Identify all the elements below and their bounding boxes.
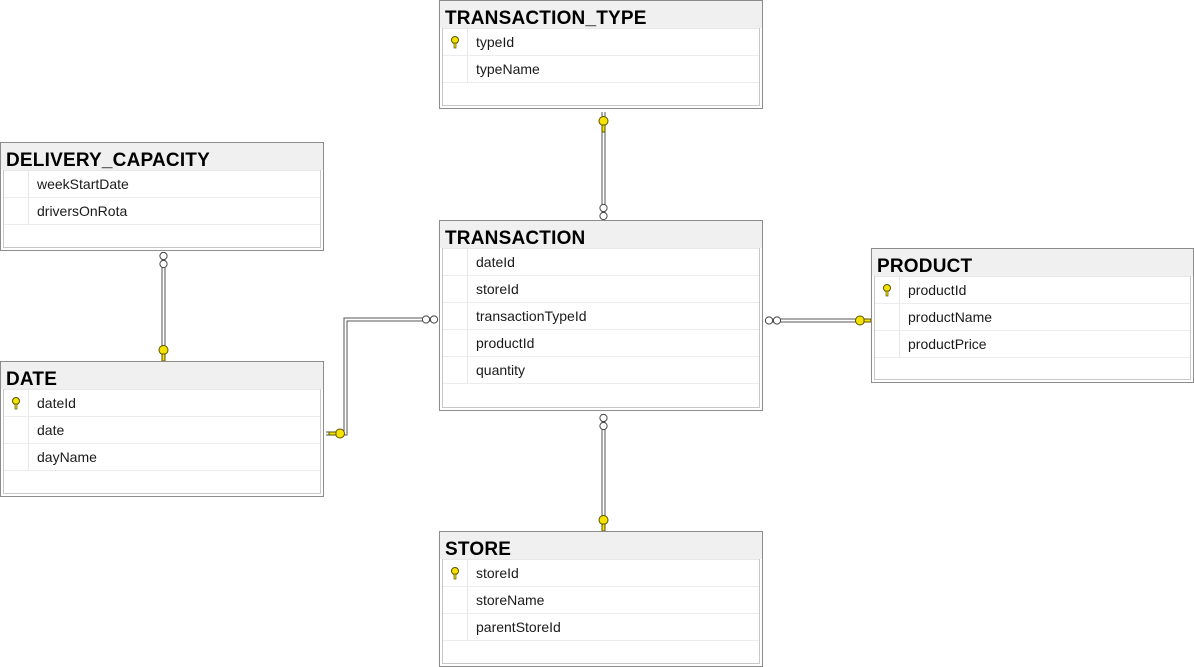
table-transaction-type[interactable]: TRANSACTION_TYPE typeId typeName — [439, 0, 763, 109]
table-title: STORE — [440, 532, 762, 559]
table-title: PRODUCT — [872, 249, 1193, 276]
table-title: DELIVERY_CAPACITY — [1, 143, 323, 170]
column-name: productId — [476, 335, 535, 351]
column-name: storeName — [476, 592, 545, 608]
column-name: transactionTypeId — [476, 308, 587, 324]
table-title: TRANSACTION — [440, 221, 762, 248]
column-name: typeId — [476, 34, 515, 50]
column-row[interactable]: parentStoreId — [443, 614, 759, 641]
table-title: DATE — [1, 362, 323, 389]
column-row[interactable]: storeId — [443, 560, 759, 587]
column-name: dateId — [37, 395, 76, 411]
table-product[interactable]: PRODUCT productId productName productPri… — [871, 248, 1194, 383]
column-name: storeId — [476, 281, 519, 297]
column-name: productName — [908, 309, 993, 325]
column-row[interactable]: transactionTypeId — [443, 303, 759, 330]
table-date[interactable]: DATE dateId date dayName — [0, 361, 324, 497]
column-name: typeName — [476, 61, 540, 77]
primary-key-icon — [875, 277, 900, 303]
column-row[interactable]: typeId — [443, 29, 759, 56]
column-name: date — [37, 422, 65, 438]
primary-key-icon — [4, 390, 29, 416]
column-name: productPrice — [908, 336, 987, 352]
column-name: storeId — [476, 565, 519, 581]
column-name: quantity — [476, 362, 526, 378]
many-endpoint-icon — [159, 203, 782, 431]
column-row[interactable]: quantity — [443, 357, 759, 384]
column-name: driversOnRota — [37, 203, 128, 219]
column-row[interactable]: dayName — [4, 444, 320, 471]
primary-key-icon — [443, 29, 468, 55]
column-row[interactable]: productPrice — [875, 331, 1190, 358]
column-row[interactable]: storeId — [443, 276, 759, 303]
key-endpoint-icon — [158, 116, 872, 532]
table-title: TRANSACTION_TYPE — [440, 1, 762, 28]
column-name: parentStoreId — [476, 619, 561, 635]
column-name: dayName — [37, 449, 97, 465]
column-row[interactable]: weekStartDate — [4, 171, 320, 198]
column-name: dateId — [476, 254, 515, 270]
column-row[interactable]: dateId — [4, 390, 320, 417]
column-row[interactable]: productName — [875, 304, 1190, 331]
table-delivery-capacity[interactable]: DELIVERY_CAPACITY weekStartDate driversO… — [0, 142, 324, 251]
table-transaction[interactable]: TRANSACTION dateId storeId transactionTy… — [439, 220, 763, 411]
column-row[interactable]: dateId — [443, 249, 759, 276]
column-row[interactable]: date — [4, 417, 320, 444]
column-row[interactable]: typeName — [443, 56, 759, 83]
table-store[interactable]: STORE storeId storeName parentStoreId — [439, 531, 763, 667]
column-row[interactable]: productId — [443, 330, 759, 357]
column-name: weekStartDate — [37, 176, 129, 192]
column-name: productId — [908, 282, 967, 298]
column-row[interactable]: productId — [875, 277, 1190, 304]
column-row[interactable]: storeName — [443, 587, 759, 614]
column-row[interactable]: driversOnRota — [4, 198, 320, 225]
primary-key-icon — [443, 560, 468, 586]
